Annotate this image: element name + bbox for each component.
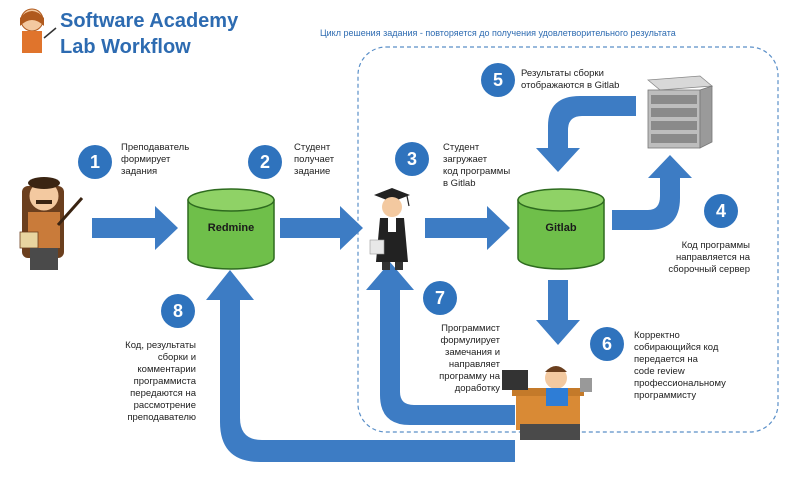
step-5-badge: 5 — [481, 63, 515, 97]
title-line-2: Lab Workflow — [60, 36, 191, 58]
programmer-figure-icon — [502, 366, 592, 440]
gitlab-label: Gitlab — [545, 222, 577, 234]
server-icon — [646, 75, 714, 149]
student-figure-icon — [369, 188, 410, 270]
arrow-server-gitlab — [536, 96, 636, 172]
arrow-programmer-student — [366, 262, 515, 425]
step-7-badge: 7 — [423, 281, 457, 315]
step-1-text: Преподаватель формирует задания — [121, 142, 190, 177]
arrow-programmer-redmine — [206, 270, 515, 462]
step-2-badge: 2 — [248, 145, 282, 179]
arrow-redmine-student — [280, 206, 363, 250]
step-2-text: Студент получает задание — [294, 142, 335, 177]
arrows — [92, 96, 692, 462]
arrow-student-gitlab — [425, 206, 510, 250]
step-3-text: Студент загружает код программы в Gitlab — [443, 142, 511, 189]
step-8-badge: 8 — [161, 294, 195, 328]
step-7-text: Программист формулирует замечания и напр… — [439, 323, 500, 394]
title-line-1: Software Academy — [60, 10, 239, 32]
cycle-caption: Цикл решения задания - повторяется до по… — [320, 28, 676, 38]
redmine-label: Redmine — [207, 222, 255, 234]
step-6-text: Корректно собирающийся код передается на… — [634, 330, 726, 401]
arrow-gitlab-server — [612, 155, 692, 230]
arrow-teacher-redmine — [92, 206, 178, 250]
step-8-text: Код, результаты сборки и комментарии про… — [125, 340, 196, 423]
gitlab-node — [517, 188, 605, 270]
arrow-gitlab-programmer — [536, 280, 580, 345]
step-4-text: Код программы направляется на сборочный … — [668, 240, 750, 275]
academy-logo-icon — [20, 8, 57, 53]
step-1-badge: 1 — [78, 145, 112, 179]
step-5-text: Результаты сборки отображаются в Gitlab — [521, 68, 620, 91]
teacher-figure-icon — [19, 177, 84, 270]
step-6-badge: 6 — [590, 327, 624, 361]
step-3-badge: 3 — [395, 142, 429, 176]
redmine-node — [187, 188, 275, 270]
step-4-badge: 4 — [704, 194, 738, 228]
